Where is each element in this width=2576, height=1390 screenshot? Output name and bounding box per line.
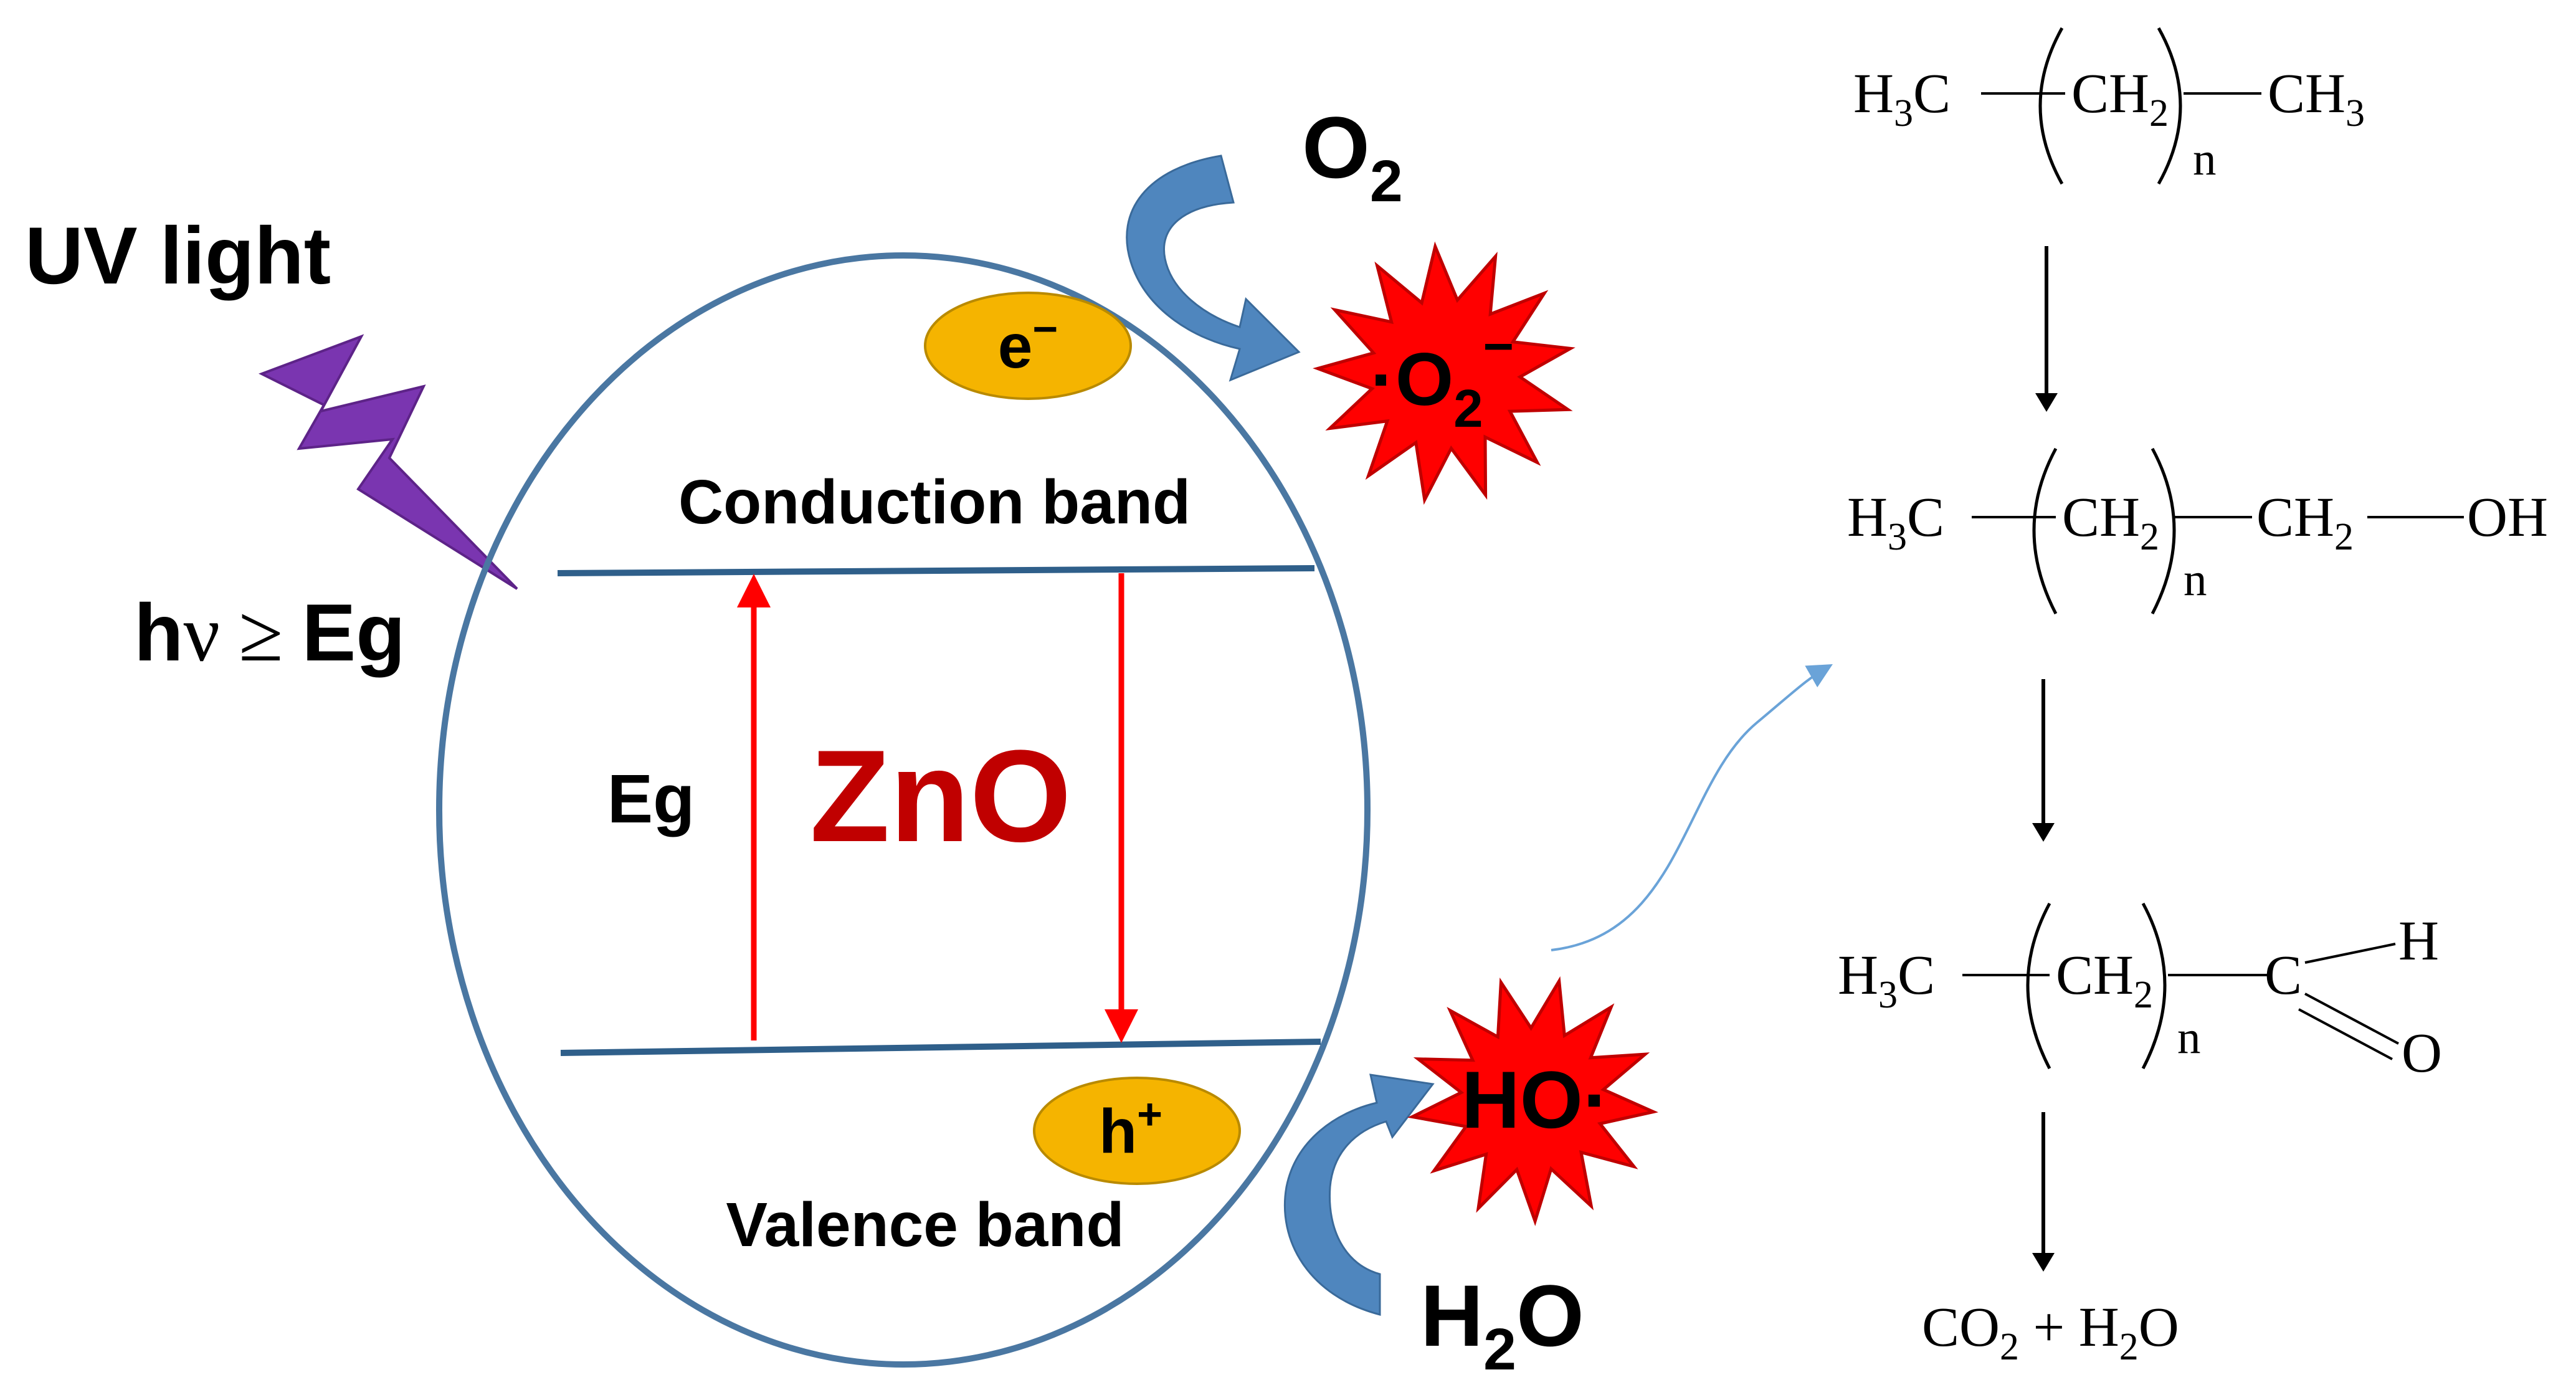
electron-label: e− xyxy=(998,305,1058,381)
pathway-connector-arrow xyxy=(1551,664,1833,951)
uv-light-label: UV light xyxy=(25,210,331,301)
svg-text:n: n xyxy=(2184,554,2207,606)
electron-carrier xyxy=(924,292,1132,400)
valence-band-edge xyxy=(560,1039,1321,1056)
lightning-bolt-icon xyxy=(259,334,518,590)
alkane-structure: H3C CH2 n CH3 xyxy=(1853,27,2386,185)
svg-text:CH2: CH2 xyxy=(2062,487,2159,558)
aldehyde-structure: H3C CH2 n C H O xyxy=(1838,902,2442,1084)
zno-particle-outline xyxy=(436,252,1371,1368)
curved-arrow-icon xyxy=(1126,155,1301,382)
reaction-chain: H3C CH2 n CH3 H3C CH2 xyxy=(1838,27,2564,1368)
final-products-label: CO2 + H2O xyxy=(1922,1297,2179,1368)
svg-text:O: O xyxy=(2402,1022,2442,1084)
svg-text:CH3: CH3 xyxy=(2268,63,2365,135)
svg-text:n: n xyxy=(2177,1012,2201,1064)
svg-text:H3C: H3C xyxy=(1838,945,1935,1016)
conduction-band-edge xyxy=(557,565,1315,576)
hydroxyl-label: HO· xyxy=(1461,1054,1610,1145)
conduction-band-label: Conduction band xyxy=(678,467,1191,537)
energy-condition-label: hν≥Eg xyxy=(134,587,406,678)
curved-arrow-icon xyxy=(1283,1073,1435,1316)
svg-text:CH2: CH2 xyxy=(2071,63,2169,135)
svg-text:H3C: H3C xyxy=(1853,63,1951,135)
hydroxyl-burst xyxy=(1407,976,1658,1226)
svg-text:C: C xyxy=(2265,945,2302,1006)
water-label: H2O xyxy=(1420,1267,1584,1383)
svg-text:H3C: H3C xyxy=(1847,487,1944,558)
band-gap-label: Eg xyxy=(607,761,695,837)
oxygen-label: O2 xyxy=(1302,98,1403,214)
superoxide-label: ·O2− xyxy=(1371,317,1514,439)
svg-text:CH2: CH2 xyxy=(2256,487,2354,558)
valence-band-label: Valence band xyxy=(726,1190,1124,1260)
superoxide-burst xyxy=(1313,241,1576,505)
alcohol-structure: H3C CH2 n CH2 OH xyxy=(1847,447,2564,615)
svg-text:OH: OH xyxy=(2467,487,2548,548)
svg-text:CH2: CH2 xyxy=(2056,945,2153,1016)
hole-carrier xyxy=(1033,1077,1241,1185)
zno-label: ZnO xyxy=(810,723,1072,869)
svg-text:H: H xyxy=(2398,910,2439,972)
svg-text:n: n xyxy=(2193,133,2217,185)
hole-label: h+ xyxy=(1099,1090,1162,1166)
